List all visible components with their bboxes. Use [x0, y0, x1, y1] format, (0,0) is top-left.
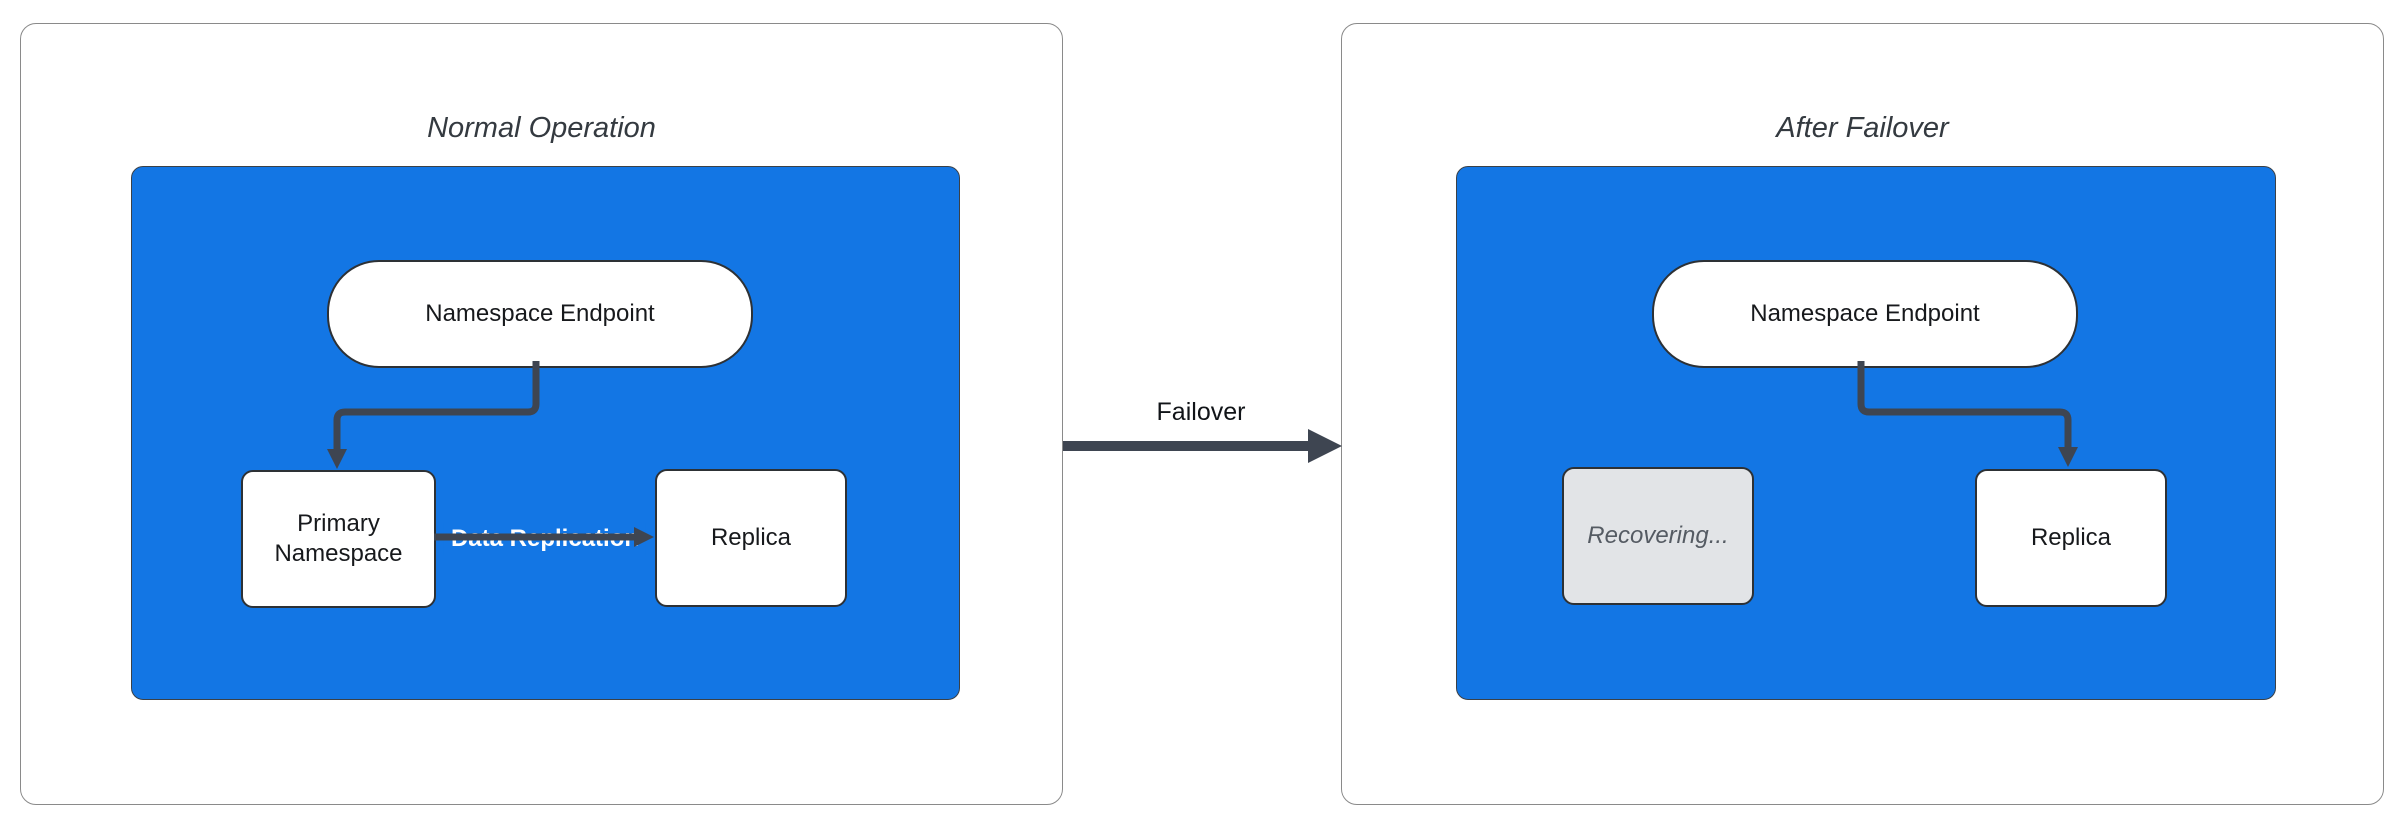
node-replica-failover: Replica	[1975, 469, 2167, 607]
node-label: Recovering...	[1587, 522, 1729, 549]
node-label: Primary Namespace	[274, 510, 403, 567]
panel-normal-operation: Normal Operation Namespace Endpoint Prim…	[20, 23, 1063, 805]
node-label: Replica	[2030, 524, 2112, 551]
node-primary-namespace: Primary Namespace	[241, 470, 436, 608]
node-label: Replica	[710, 524, 792, 551]
node-label: Namespace Endpoint	[1750, 300, 1980, 327]
node-namespace-endpoint-failover: Namespace Endpoint	[1652, 260, 2078, 368]
panel-title-after-failover: After Failover	[1776, 112, 1949, 144]
arrowhead-right-icon	[1308, 429, 1342, 463]
node-recovering: Recovering...	[1562, 467, 1754, 605]
node-replica-normal: Replica	[655, 469, 847, 607]
panel-after-failover: After Failover Namespace Endpoint Recove…	[1341, 23, 2384, 805]
node-label: Namespace Endpoint	[425, 300, 655, 327]
cluster-after-failover: Namespace Endpoint Recovering... Replica	[1456, 166, 2276, 700]
cluster-normal-operation: Namespace Endpoint Primary Namespace Rep…	[131, 166, 960, 700]
edge-label-data-replication: Data Replication	[443, 523, 647, 555]
edge-label-failover: Failover	[1156, 398, 1246, 426]
panel-title-normal-operation: Normal Operation	[427, 112, 656, 144]
node-namespace-endpoint-normal: Namespace Endpoint	[327, 260, 753, 368]
edge-failover	[1063, 429, 1342, 463]
